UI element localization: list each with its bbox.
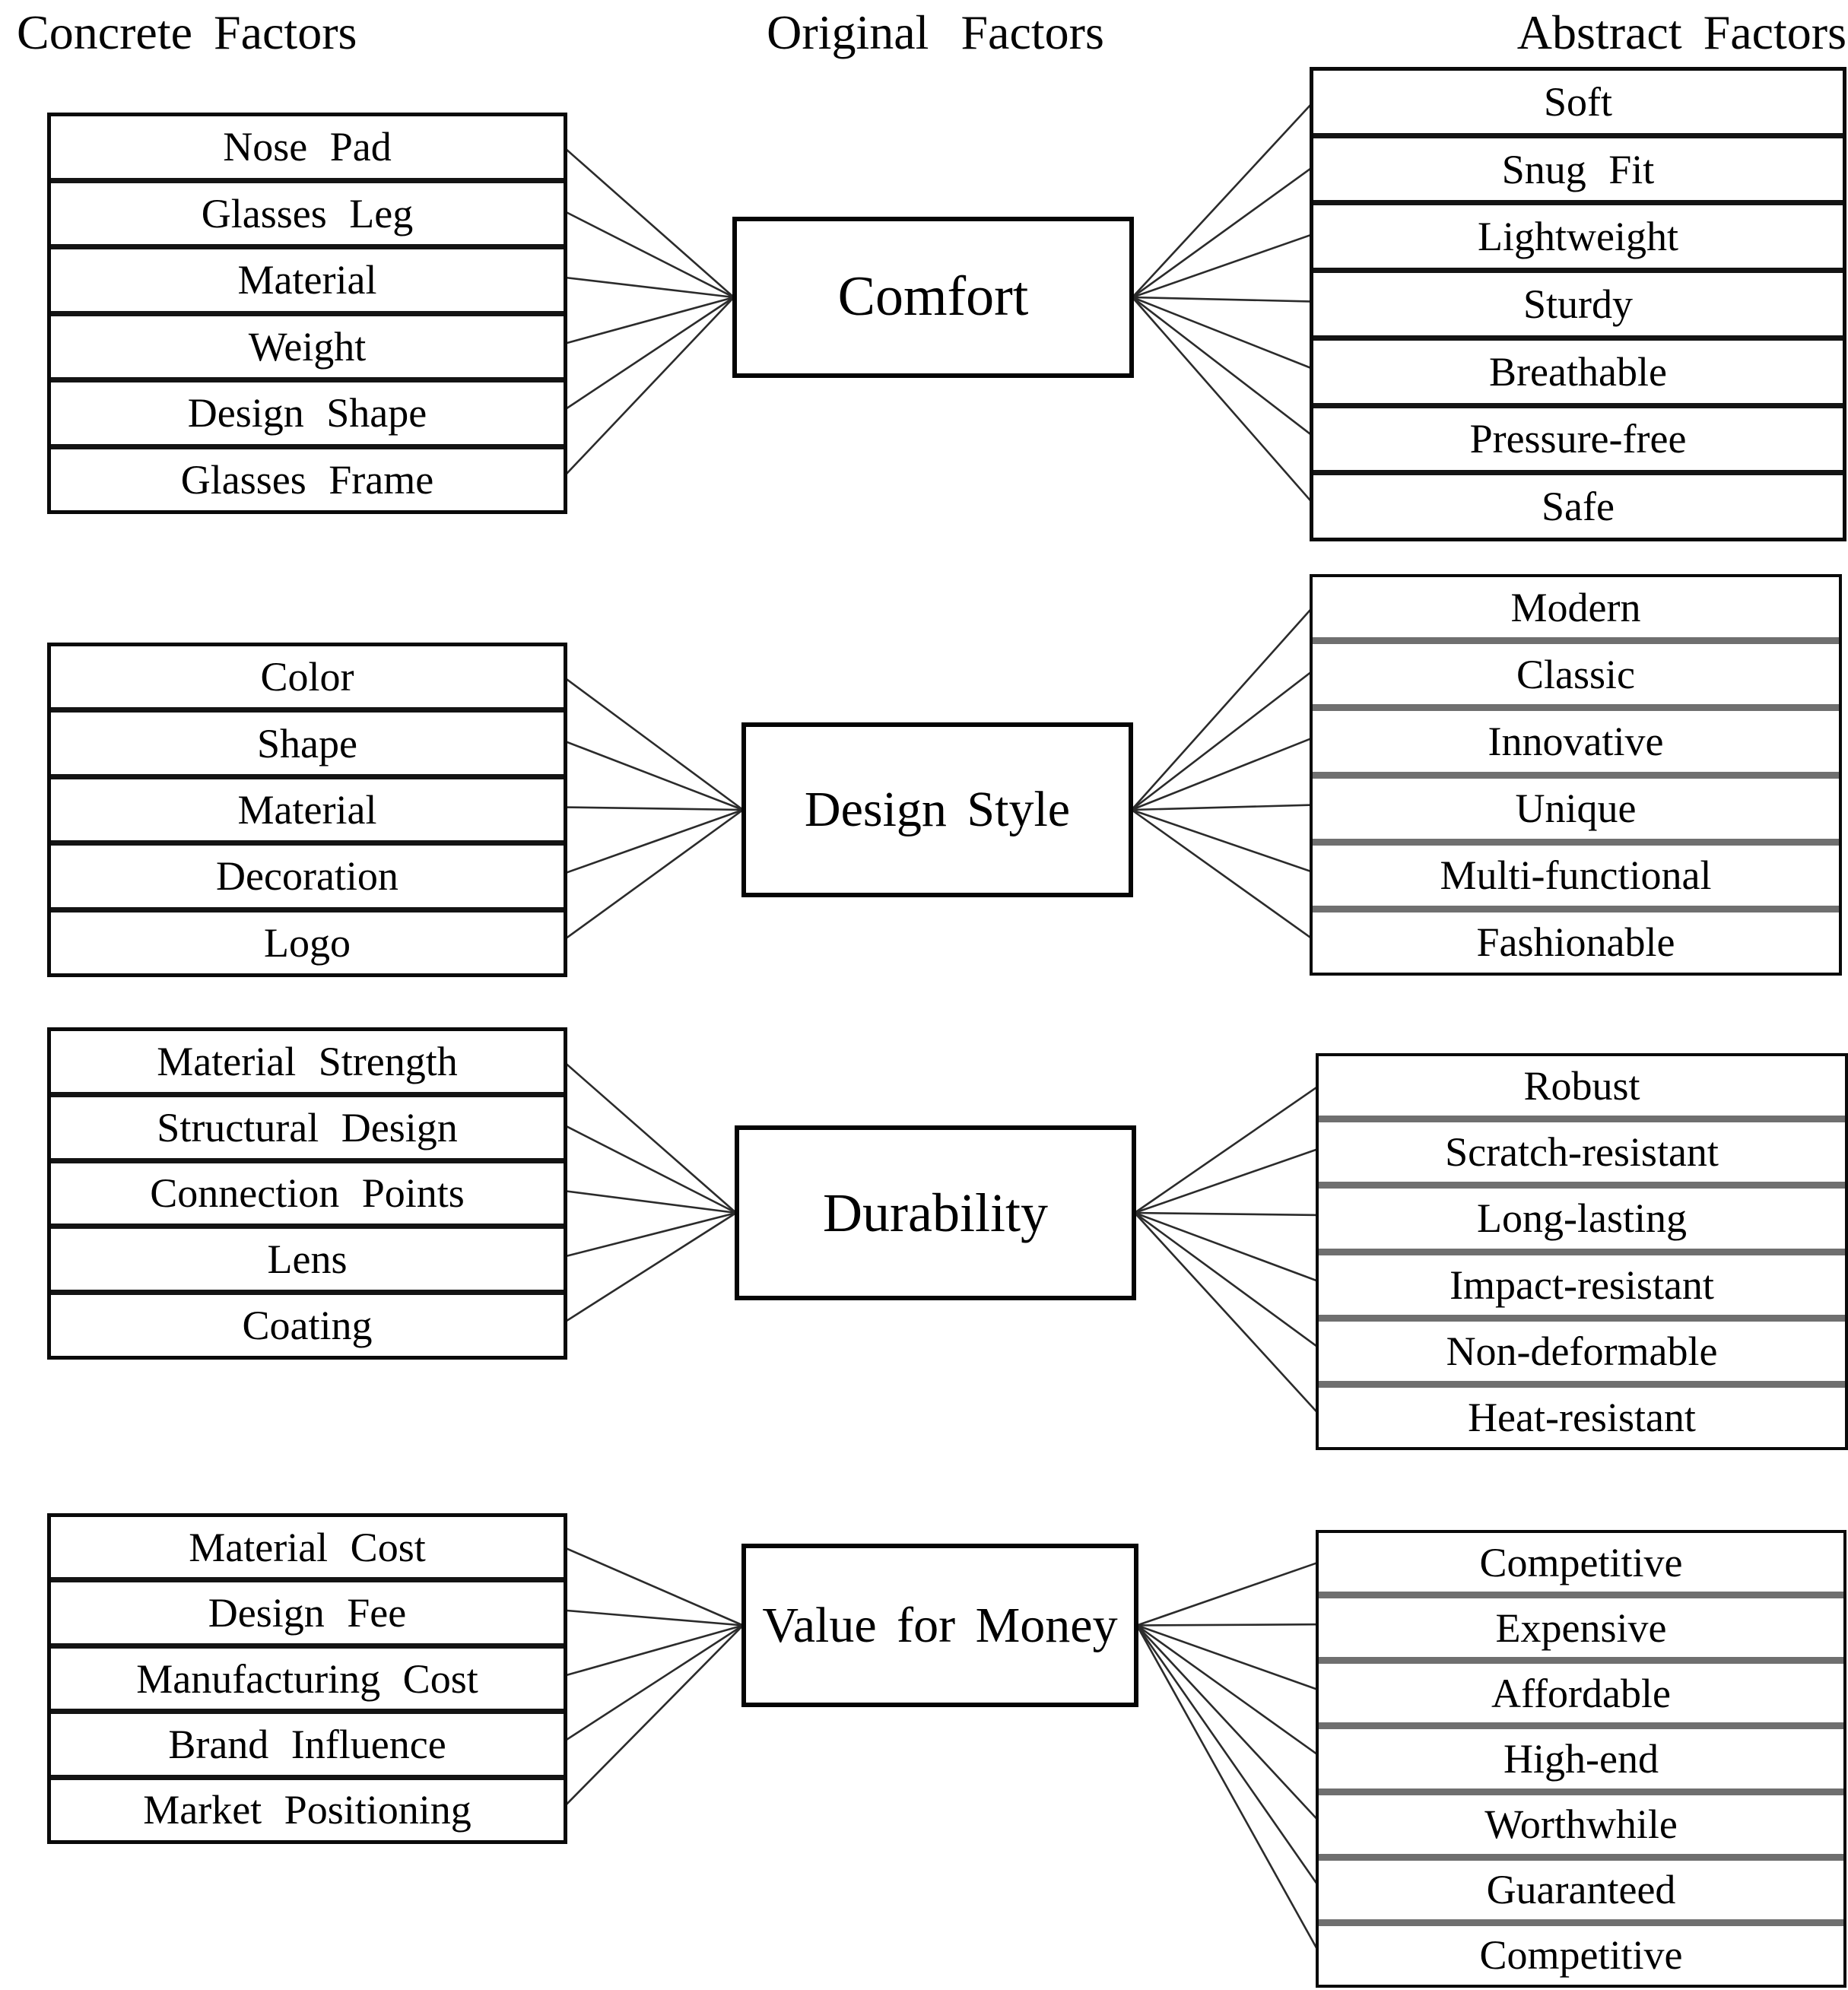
abstract-item: Pressure-free [1313, 402, 1843, 471]
concrete-item: Decoration [51, 840, 564, 906]
abstract-item: Robust [1523, 1063, 1640, 1109]
original-factor-durability: Durability [735, 1125, 1136, 1300]
abstract-item: Multi-functional [1313, 838, 1839, 906]
concrete-item: Material Strength [157, 1038, 458, 1084]
abstract-item: Guaranteed [1319, 1853, 1843, 1919]
abstract-item: Sturdy [1313, 268, 1843, 335]
concrete-item: Brand Influence [51, 1709, 564, 1774]
concrete-item: Material [51, 773, 564, 840]
concrete-item: Market Positioning [51, 1774, 564, 1840]
concrete-item: Nose Pad [223, 124, 392, 170]
abstract-item: Snug Fit [1313, 132, 1843, 201]
comfort-concrete-table: Nose Pad Glasses Leg Material Weight Des… [47, 113, 567, 514]
original-factor-value-for-money: Value for Money [741, 1544, 1138, 1707]
abstract-item: Competitive [1319, 1919, 1843, 1985]
concrete-item: Material [51, 244, 564, 311]
concrete-item: Glasses Leg [51, 177, 564, 245]
abstract-item: Affordable [1319, 1657, 1843, 1722]
abstract-item: Safe [1313, 470, 1843, 538]
value-for-money-abstract-table: Competitive Expensive Affordable High-en… [1316, 1530, 1846, 1988]
concrete-item: Design Shape [51, 377, 564, 444]
abstract-item: Unique [1313, 771, 1839, 839]
abstract-item: Competitive [1479, 1539, 1683, 1585]
abstract-item: Modern [1510, 584, 1641, 630]
abstract-item: Long-lasting [1319, 1182, 1845, 1248]
design-style-abstract-table: Modern Classic Innovative Unique Multi-f… [1310, 574, 1842, 976]
original-factor-design-style: Design Style [741, 722, 1133, 897]
durability-abstract-table: Robust Scratch-resistant Long-lasting Im… [1316, 1053, 1848, 1450]
concrete-item: Shape [51, 707, 564, 773]
concrete-item: Lens [51, 1224, 564, 1290]
abstract-item: Scratch-resistant [1319, 1116, 1845, 1182]
concrete-item: Color [260, 654, 354, 700]
concrete-item: Glasses Frame [51, 443, 564, 511]
abstract-item: Worthwhile [1319, 1788, 1843, 1854]
abstract-item: Heat-resistant [1319, 1380, 1845, 1447]
abstract-item: Expensive [1319, 1592, 1843, 1657]
comfort-abstract-table: Soft Snug Fit Lightweight Sturdy Breatha… [1310, 67, 1846, 541]
design-style-concrete-table: Color Shape Material Decoration Logo [47, 643, 567, 977]
abstract-item: High-end [1319, 1722, 1843, 1788]
value-for-money-concrete-table: Material Cost Design Fee Manufacturing C… [47, 1513, 567, 1844]
abstract-item: Non-deformable [1319, 1314, 1845, 1381]
concrete-item: Coating [51, 1290, 564, 1356]
column-header-original: Original Factors [767, 5, 1104, 59]
concrete-item: Logo [51, 906, 564, 973]
durability-concrete-table: Material Strength Structural Design Conn… [47, 1027, 567, 1360]
original-factor-comfort: Comfort [732, 217, 1134, 378]
concrete-item: Weight [51, 310, 564, 378]
abstract-item: Fashionable [1313, 905, 1839, 973]
abstract-item: Breathable [1313, 335, 1843, 403]
concrete-item: Manufacturing Cost [51, 1642, 564, 1709]
concrete-item: Material Cost [189, 1524, 426, 1570]
column-header-abstract: Abstract Factors [1516, 5, 1846, 59]
concrete-item: Connection Points [51, 1157, 564, 1224]
abstract-item: Lightweight [1313, 200, 1843, 268]
abstract-item: Innovative [1313, 704, 1839, 771]
abstract-item: Classic [1313, 637, 1839, 704]
column-header-concrete: Concrete Factors [17, 5, 357, 59]
abstract-item: Impact-resistant [1319, 1248, 1845, 1315]
abstract-item: Soft [1543, 78, 1613, 125]
concrete-item: Structural Design [51, 1091, 564, 1158]
concrete-item: Design Fee [51, 1577, 564, 1642]
